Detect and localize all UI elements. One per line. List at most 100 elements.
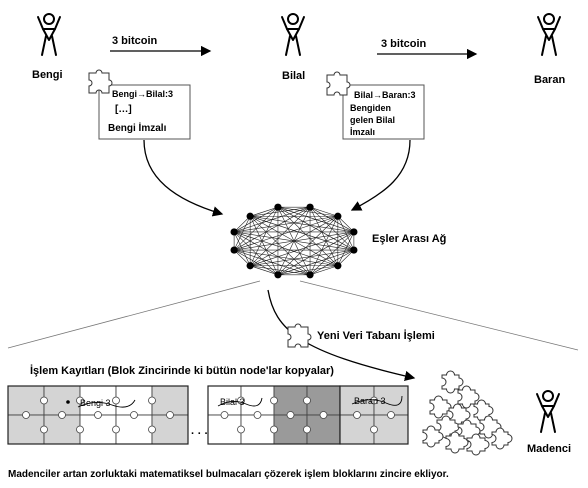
person-bilal-icon xyxy=(281,13,305,56)
loose-puzzle-piece xyxy=(429,395,452,419)
network-node xyxy=(274,271,282,279)
ledger-ellipsis: · · · xyxy=(191,428,208,440)
loose-puzzle-piece xyxy=(466,433,490,456)
ledger-piece-knob xyxy=(353,411,361,419)
network-link xyxy=(249,206,311,266)
transaction1-line1: Bengi→Bilal:3 xyxy=(112,89,173,99)
network-node xyxy=(306,271,314,279)
network-link xyxy=(250,206,279,217)
new-db-label: Yeni Veri Tabanı İşlemi xyxy=(317,329,435,342)
network-node xyxy=(334,262,342,270)
ledger-piece-knob xyxy=(148,425,156,434)
network-link xyxy=(234,215,338,251)
ledger-chain xyxy=(7,385,409,445)
network-label: Eşler Arası Ağ xyxy=(372,233,446,245)
ledger-entry-2: Bilal 3 xyxy=(220,397,245,407)
network-link xyxy=(250,265,311,276)
network-node xyxy=(230,228,238,236)
ledger-piece-knob xyxy=(319,411,328,419)
zoom-line-right xyxy=(299,280,579,351)
ledger-piece-knob xyxy=(58,411,66,419)
ledger-entry-1: Bengi 3 xyxy=(80,398,111,408)
network-link xyxy=(250,215,354,233)
ledger-piece xyxy=(240,385,275,416)
ledger-piece xyxy=(43,414,81,445)
network-link xyxy=(233,231,311,276)
transfer-label-1: 3 bitcoin xyxy=(112,35,158,47)
ledger-piece-knob xyxy=(76,425,84,434)
ledger-piece-knob xyxy=(286,411,295,419)
network-link xyxy=(277,206,355,251)
person-bengi-label: Bengi xyxy=(32,69,63,81)
ledger-piece-knob xyxy=(370,425,378,434)
network-link xyxy=(337,249,355,266)
loose-puzzle-piece xyxy=(441,370,464,394)
peer-network-mesh xyxy=(230,203,358,279)
network-link xyxy=(249,216,279,275)
arrow-tx2-to-network xyxy=(350,139,411,211)
ledger-piece xyxy=(7,385,45,416)
loose-puzzle-piece xyxy=(491,427,513,450)
ledger-piece xyxy=(7,414,45,445)
network-node xyxy=(246,212,254,220)
network-link xyxy=(233,206,279,233)
ledger-piece-knob xyxy=(270,425,278,434)
ledger-piece xyxy=(151,414,189,445)
ledger-piece-knob xyxy=(40,396,48,405)
network-link xyxy=(233,216,251,251)
person-madenci-icon xyxy=(536,390,560,433)
network-link xyxy=(250,231,354,267)
ledger-piece xyxy=(43,385,81,416)
network-node xyxy=(350,228,358,236)
ledger-piece xyxy=(115,385,153,416)
ledger-piece xyxy=(339,414,375,445)
ledger-piece-knob xyxy=(166,411,174,419)
ledger-piece-knob xyxy=(112,396,120,405)
network-link xyxy=(249,216,311,276)
ledger-piece xyxy=(79,414,117,445)
ledger-piece xyxy=(115,414,153,445)
transfer-label-2: 3 bitcoin xyxy=(381,38,427,50)
network-link xyxy=(234,249,338,267)
transaction-box-2 xyxy=(342,84,425,140)
ledger-piece-knob xyxy=(94,411,102,419)
network-node xyxy=(334,212,342,220)
caption: Madenciler artan zorluktaki matematiksel… xyxy=(8,469,449,480)
transaction2-line2: Bengiden xyxy=(350,103,391,113)
ledger-piece-knob xyxy=(220,411,229,419)
person-bilal-label: Bilal xyxy=(282,70,305,82)
strike-entry-3 xyxy=(351,395,403,406)
ledger-piece-knob xyxy=(253,411,262,419)
network-link xyxy=(337,216,355,233)
ledger-piece-knob xyxy=(22,411,30,419)
strike-entry-1 xyxy=(77,399,136,408)
network-node xyxy=(246,262,254,270)
ledger-piece-knob xyxy=(270,396,278,405)
ledger-piece xyxy=(273,385,308,416)
ledger-entry-dot xyxy=(66,400,70,404)
ledger-title: İşlem Kayıtları (Blok Zincirinde ki bütü… xyxy=(30,364,334,377)
ledger-piece xyxy=(339,385,375,416)
puzzle-pieces-pile xyxy=(422,370,513,456)
ledger-entry-3: Baran 3 xyxy=(354,396,386,406)
network-link xyxy=(277,207,311,275)
transaction1-line2: […] xyxy=(115,104,132,115)
arrow-tx1-to-network xyxy=(143,139,224,217)
network-link xyxy=(309,265,338,276)
network-link xyxy=(277,206,339,266)
network-node xyxy=(274,203,282,211)
ledger-piece xyxy=(306,414,341,445)
network-link xyxy=(233,249,279,276)
ledger-piece-knob xyxy=(148,396,156,405)
network-link xyxy=(250,265,279,276)
network-link xyxy=(233,249,251,266)
ledger-piece-knob xyxy=(130,411,138,419)
ledger-piece-knob xyxy=(303,425,311,434)
network-link xyxy=(233,216,251,233)
person-baran-label: Baran xyxy=(534,74,565,86)
network-link xyxy=(233,231,251,266)
loose-puzzle-piece xyxy=(422,425,444,448)
ledger-piece xyxy=(273,414,308,445)
network-link xyxy=(309,206,338,217)
